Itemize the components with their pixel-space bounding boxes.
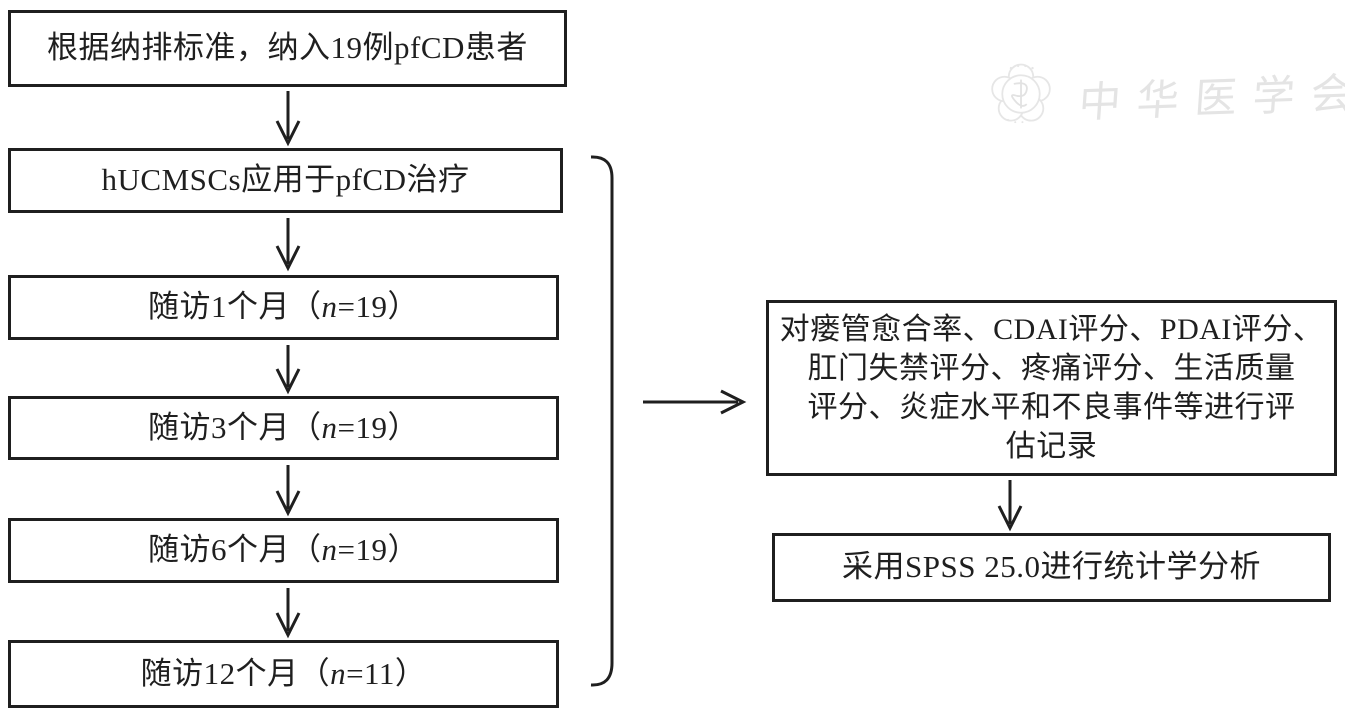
flow-box-followup-12m: 随访12个月（n=11） xyxy=(8,640,559,708)
flow-box-label: 根据纳排标准，纳入19例pfCD患者 xyxy=(47,30,528,66)
flow-box-followup-1m: 随访1个月（n=19） xyxy=(8,275,559,340)
flow-box-label: 随访3个月（n=19） xyxy=(148,409,419,445)
flow-box-treatment: hUCMSCs应用于pfCD治疗 xyxy=(8,148,563,213)
assessment-line: 对瘘管愈合率、CDAI评分、PDAI评分、 xyxy=(779,313,1324,346)
flow-box-enrollment: 根据纳排标准，纳入19例pfCD患者 xyxy=(8,10,567,87)
arrow-down-icon xyxy=(275,218,301,272)
flow-box-label: hUCMSCs应用于pfCD治疗 xyxy=(101,162,470,198)
flow-box-assessment: 对瘘管愈合率、CDAI评分、PDAI评分、 肛门失禁评分、疼痛评分、生活质量 评… xyxy=(766,300,1337,476)
flow-box-followup-6m: 随访6个月（n=19） xyxy=(8,518,559,583)
flow-box-analysis: 采用SPSS 25.0进行统计学分析 xyxy=(772,533,1331,602)
flow-box-label: 采用SPSS 25.0进行统计学分析 xyxy=(842,549,1261,585)
flow-box-label: 随访1个月（n=19） xyxy=(148,289,419,325)
arrow-right-icon xyxy=(643,389,747,415)
arrow-down-icon xyxy=(275,588,301,639)
assessment-line: 肛门失禁评分、疼痛评分、生活质量 xyxy=(807,352,1296,385)
assessment-line: 估记录 xyxy=(1005,430,1098,463)
arrow-down-icon xyxy=(997,480,1023,532)
flow-box-label: 随访12个月（n=11） xyxy=(140,655,427,691)
bracket xyxy=(590,155,614,687)
watermark: 中华医学会 xyxy=(985,48,1345,140)
cma-logo-icon xyxy=(991,63,1051,124)
arrow-down-icon xyxy=(275,345,301,395)
flow-box-label: 随访6个月（n=19） xyxy=(148,532,419,568)
watermark-text: 中华医学会 xyxy=(1077,70,1345,127)
arrow-down-icon xyxy=(275,465,301,517)
arrow-down-icon xyxy=(275,91,301,147)
flow-box-followup-3m: 随访3个月（n=19） xyxy=(8,396,559,460)
assessment-line: 评分、炎症水平和不良事件等进行评 xyxy=(807,391,1296,424)
